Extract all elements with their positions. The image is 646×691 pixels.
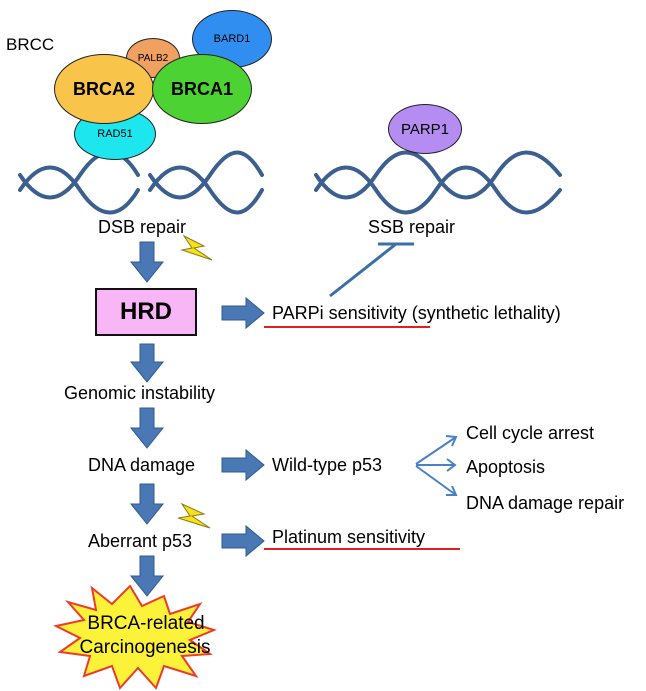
ssb-repair-label: SSB repair <box>368 217 456 237</box>
brca1-protein: BRCA1 <box>152 54 252 124</box>
arrow-hrd-to-genomic <box>129 343 165 383</box>
lightning-icon-2 <box>177 502 211 529</box>
brcc-label: BRCC <box>6 35 55 54</box>
wild-type-p53-label: Wild-type p53 <box>272 455 383 475</box>
burst-shape <box>53 584 217 690</box>
parp1-protein: PARP1 <box>388 104 462 154</box>
brca1-label: BRCA1 <box>170 78 233 99</box>
brca2-label: BRCA2 <box>72 78 135 99</box>
parp1-label: PARP1 <box>400 120 450 138</box>
underlines <box>264 326 460 550</box>
arrow-hrd-to-parpi <box>221 296 265 330</box>
parpi-sensitivity-label: PARPi sensitivity (synthetic lethality) <box>272 303 561 323</box>
dna-helix-left <box>18 150 264 215</box>
palb2-label: PALB2 <box>137 52 169 64</box>
lightning-icon-1 <box>180 234 213 261</box>
carcinogenesis-line-2: Carcinogenesis <box>79 637 211 658</box>
lightning-icons <box>177 234 213 529</box>
platinum-sensitivity-label: Platinum sensitivity <box>272 527 426 547</box>
outcome-apoptosis: Apoptosis <box>466 457 546 477</box>
dna-helix-right <box>314 150 562 215</box>
hrd-box: HRD <box>95 288 197 336</box>
carcinogenesis-line-1: BRCA-related <box>87 613 205 634</box>
inhibition-line <box>329 242 414 298</box>
arrow-aberrant-to-carcinogenesis <box>129 555 165 597</box>
outcome-cell-cycle-arrest: Cell cycle arrest <box>466 423 595 443</box>
arrow-dsb-to-hrd <box>129 241 165 283</box>
dna-damage-label: DNA damage <box>88 455 196 475</box>
brca2-protein: BRCA2 <box>54 54 154 124</box>
arrow-dna-damage-to-aberrant <box>129 483 165 525</box>
dsb-repair-label: DSB repair <box>98 217 187 237</box>
rad51-label: RAD51 <box>97 128 133 140</box>
arrows-horizontal <box>221 296 265 558</box>
bard1-label: BARD1 <box>213 33 251 45</box>
arrows-vertical <box>129 241 165 597</box>
outcome-dna-damage-repair: DNA damage repair <box>466 493 625 513</box>
aberrant-p53-label: Aberrant p53 <box>88 531 193 551</box>
hrd-label: HRD <box>120 298 172 325</box>
genomic-instability-label: Genomic instability <box>64 383 216 403</box>
branch-arrows <box>415 435 458 496</box>
arrow-genomic-to-dna-damage <box>129 407 165 449</box>
arrow-dna-damage-to-p53 <box>221 448 265 482</box>
arrow-aberrant-to-platinum <box>221 524 265 558</box>
